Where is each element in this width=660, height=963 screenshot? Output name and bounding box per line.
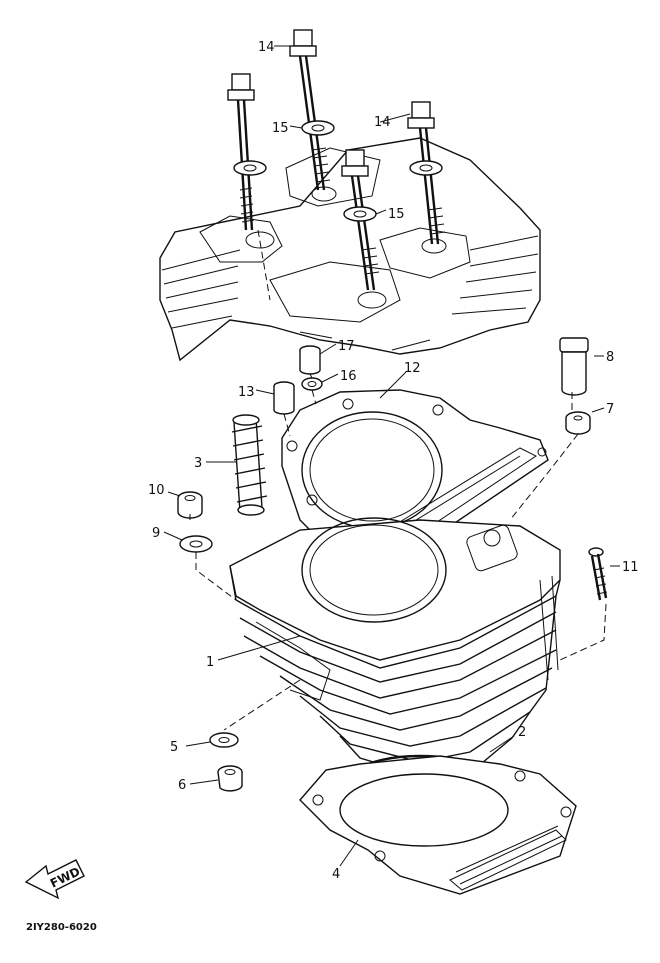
callout-4: 4 (332, 867, 340, 882)
callout-13: 13 (238, 385, 255, 400)
dowel-pin-17 (299, 345, 321, 375)
callout-2: 2 (518, 725, 526, 740)
head-bolt-right (407, 101, 446, 245)
part-10-nut (177, 491, 203, 519)
head-bolt-left (227, 73, 255, 231)
callout-9: 9 (152, 526, 160, 541)
head-gasket (281, 389, 549, 561)
leader-lines (163, 45, 620, 867)
part-5-washer (209, 732, 239, 748)
washer-right (409, 160, 443, 176)
head-bolt-center (289, 29, 331, 191)
washer-left (233, 160, 267, 176)
callout-17: 17 (338, 339, 355, 354)
catalog-number: 2IY280-6020 (26, 922, 97, 933)
callout-12: 12 (404, 361, 421, 376)
callout-5: 5 (170, 740, 178, 755)
base-gasket (299, 755, 577, 895)
callout-1: 1 (206, 655, 214, 670)
callout-6: 6 (178, 778, 186, 793)
part-9-washer (179, 535, 213, 553)
dowel-pin-13 (273, 381, 295, 415)
head-bolt-front (341, 149, 380, 291)
part-8-collar (559, 337, 589, 396)
callout-10: 10 (148, 483, 165, 498)
callout-16: 16 (340, 369, 357, 384)
o-ring-16 (301, 377, 323, 391)
callout-8: 8 (606, 350, 614, 365)
assembly-lines (189, 229, 607, 731)
callout-15: 15 (388, 207, 405, 222)
callout-7: 7 (606, 402, 614, 417)
washer-center (301, 120, 335, 136)
callout-14: 14 (258, 40, 275, 55)
fwd-arrow-icon: FWD (24, 859, 85, 900)
part-3-spring (231, 414, 268, 516)
callout-14: 14 (374, 115, 391, 130)
cylinder-block (229, 517, 561, 777)
callout-3: 3 (194, 456, 202, 471)
cylinder-head-outline (159, 137, 541, 362)
part-7-washer (565, 411, 591, 435)
callout-15: 15 (272, 121, 289, 136)
callout-11: 11 (622, 560, 639, 575)
callout-numbers: 14 14 15 15 17 16 13 12 8 7 3 10 9 11 1 … (148, 40, 639, 882)
part-11-stud (588, 547, 608, 601)
washer-front (343, 206, 377, 222)
part-6-nut (217, 765, 243, 792)
